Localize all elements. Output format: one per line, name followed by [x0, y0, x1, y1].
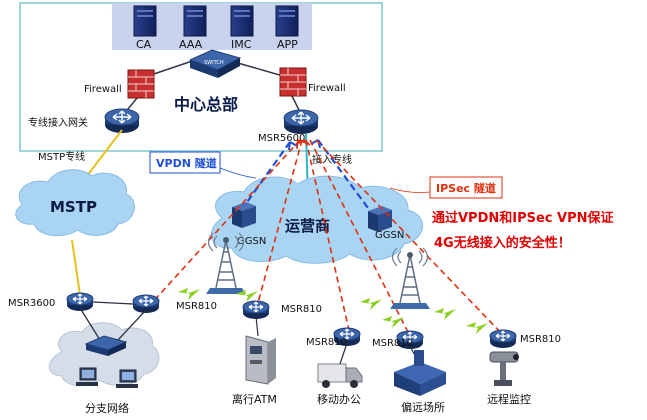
- server-imc-icon: [230, 5, 254, 37]
- msr5600-router-icon: [283, 109, 319, 135]
- branch-switch-icon: [84, 335, 128, 356]
- branch-label: 分支网络: [85, 401, 129, 415]
- server-app-label: APP: [277, 38, 298, 51]
- msr810-e-label: MSR810: [520, 334, 561, 345]
- gateway-router-icon: [104, 108, 140, 134]
- firewall-left-icon: [127, 69, 155, 99]
- tower-right-icon: [391, 247, 429, 304]
- tower-left-icon: [207, 232, 245, 289]
- hq-title: 中心总部: [174, 95, 238, 114]
- server-ca-icon: [133, 5, 157, 37]
- server-aaa-label: AAA: [179, 38, 203, 51]
- atm-label: 离行ATM: [232, 392, 277, 406]
- server-app-icon: [275, 5, 299, 37]
- firewall-right-label: Firewall: [308, 83, 346, 94]
- mstp-cloud: [15, 169, 135, 237]
- msr810-a-label: MSR810: [176, 301, 217, 312]
- msr3600-label: MSR3600: [8, 298, 55, 309]
- mobile-truck-icon: [317, 363, 363, 388]
- monitor-camera-icon: [489, 351, 519, 386]
- ipsec-callout-label: IPSec 隧道: [436, 181, 496, 195]
- carrier-cloud: [211, 175, 424, 264]
- mobile-label: 移动办公: [317, 393, 361, 406]
- msr810-b-label: MSR810: [281, 304, 322, 315]
- monitor-label: 远程监控: [487, 392, 531, 406]
- server-imc-label: IMC: [231, 38, 252, 51]
- msr5600-label: MSR5600: [258, 133, 305, 144]
- branch-pc-icons: [76, 367, 138, 388]
- atm-icon: [245, 335, 276, 385]
- mstp-cloud-label: MSTP: [50, 198, 97, 216]
- remote-label: 偏远场所: [401, 400, 445, 414]
- firewall-right-icon: [279, 67, 307, 97]
- server-ca-label: CA: [136, 38, 152, 51]
- firewall-left-label: Firewall: [84, 84, 122, 95]
- vpdn-callout-label: VPDN 隧道: [156, 156, 217, 170]
- svg-text:SWITCH: SWITCH: [204, 60, 224, 66]
- ipsec-tunnels: [149, 139, 506, 341]
- vpdn-callout-box: [149, 151, 221, 174]
- ggsn-right-label: GGSN: [375, 230, 404, 241]
- wireless-bolt-a-icon: [178, 288, 200, 300]
- gateway-router-label: 专线接入网关: [28, 116, 88, 129]
- carrier-cloud-label: 运营商: [285, 217, 330, 235]
- remote-site-icon: [394, 350, 446, 396]
- ggsn-left-icon: [232, 202, 256, 228]
- callout-line-2: 4G无线接入的安全性！: [434, 235, 571, 251]
- mstp-line-label: MSTP专线: [38, 150, 85, 163]
- core-switch-icon: SWITCH: [188, 49, 242, 78]
- ipsec-callout-box: [429, 176, 503, 199]
- msr810-d-label: MSR810: [372, 338, 413, 349]
- msr810-c-label: MSR810: [306, 337, 347, 348]
- wireless-bolt-f-icon: [466, 322, 488, 334]
- server-aaa-icon: [183, 5, 207, 37]
- wireless-bolt-e-icon: [434, 308, 456, 320]
- branch-links: [79, 301, 147, 341]
- hq-internal-links: [122, 54, 301, 116]
- wireless-bolt-c-icon: [360, 298, 382, 310]
- wireless-bolt-d-icon: [382, 316, 404, 328]
- ggsn-right-icon: [368, 206, 392, 232]
- msr810-e-router-icon: [489, 329, 517, 349]
- ggsn-left-label: GGSN: [237, 236, 266, 247]
- callout-line-1: 通过VPDN和IPSec VPN保证: [432, 210, 614, 226]
